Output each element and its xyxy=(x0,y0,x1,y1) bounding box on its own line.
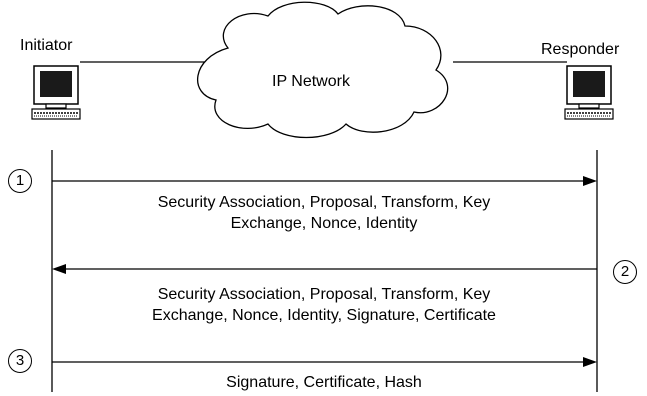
message-3-line-1: Signature, Certificate, Hash xyxy=(226,374,422,391)
initiator-computer-icon xyxy=(31,65,81,120)
message-2-text: Security Association, Proposal, Transfor… xyxy=(54,284,594,326)
message-2-line-2: Exchange, Nonce, Identity, Signature, Ce… xyxy=(152,307,496,324)
step-1-marker: 1 xyxy=(8,169,32,193)
message-1-line-2: Exchange, Nonce, Identity xyxy=(230,215,418,232)
responder-label: Responder xyxy=(541,41,620,58)
ip-network-cloud xyxy=(197,1,449,139)
responder-computer-icon xyxy=(564,65,614,120)
message-1-line-1: Security Association, Proposal, Transfor… xyxy=(157,194,491,211)
message-2-line-1: Security Association, Proposal, Transfor… xyxy=(157,286,491,303)
message-1-arrow xyxy=(52,176,597,186)
message-3-text: Signature, Certificate, Hash xyxy=(54,372,594,393)
initiator-label: Initiator xyxy=(20,37,73,54)
ip-network-label: IP Network xyxy=(272,73,350,90)
message-1-text: Security Association, Proposal, Transfor… xyxy=(54,192,594,234)
step-3-marker: 3 xyxy=(8,349,32,373)
step-2-marker: 2 xyxy=(613,260,637,284)
message-3-arrow xyxy=(52,357,597,367)
message-2-arrow xyxy=(52,264,597,274)
